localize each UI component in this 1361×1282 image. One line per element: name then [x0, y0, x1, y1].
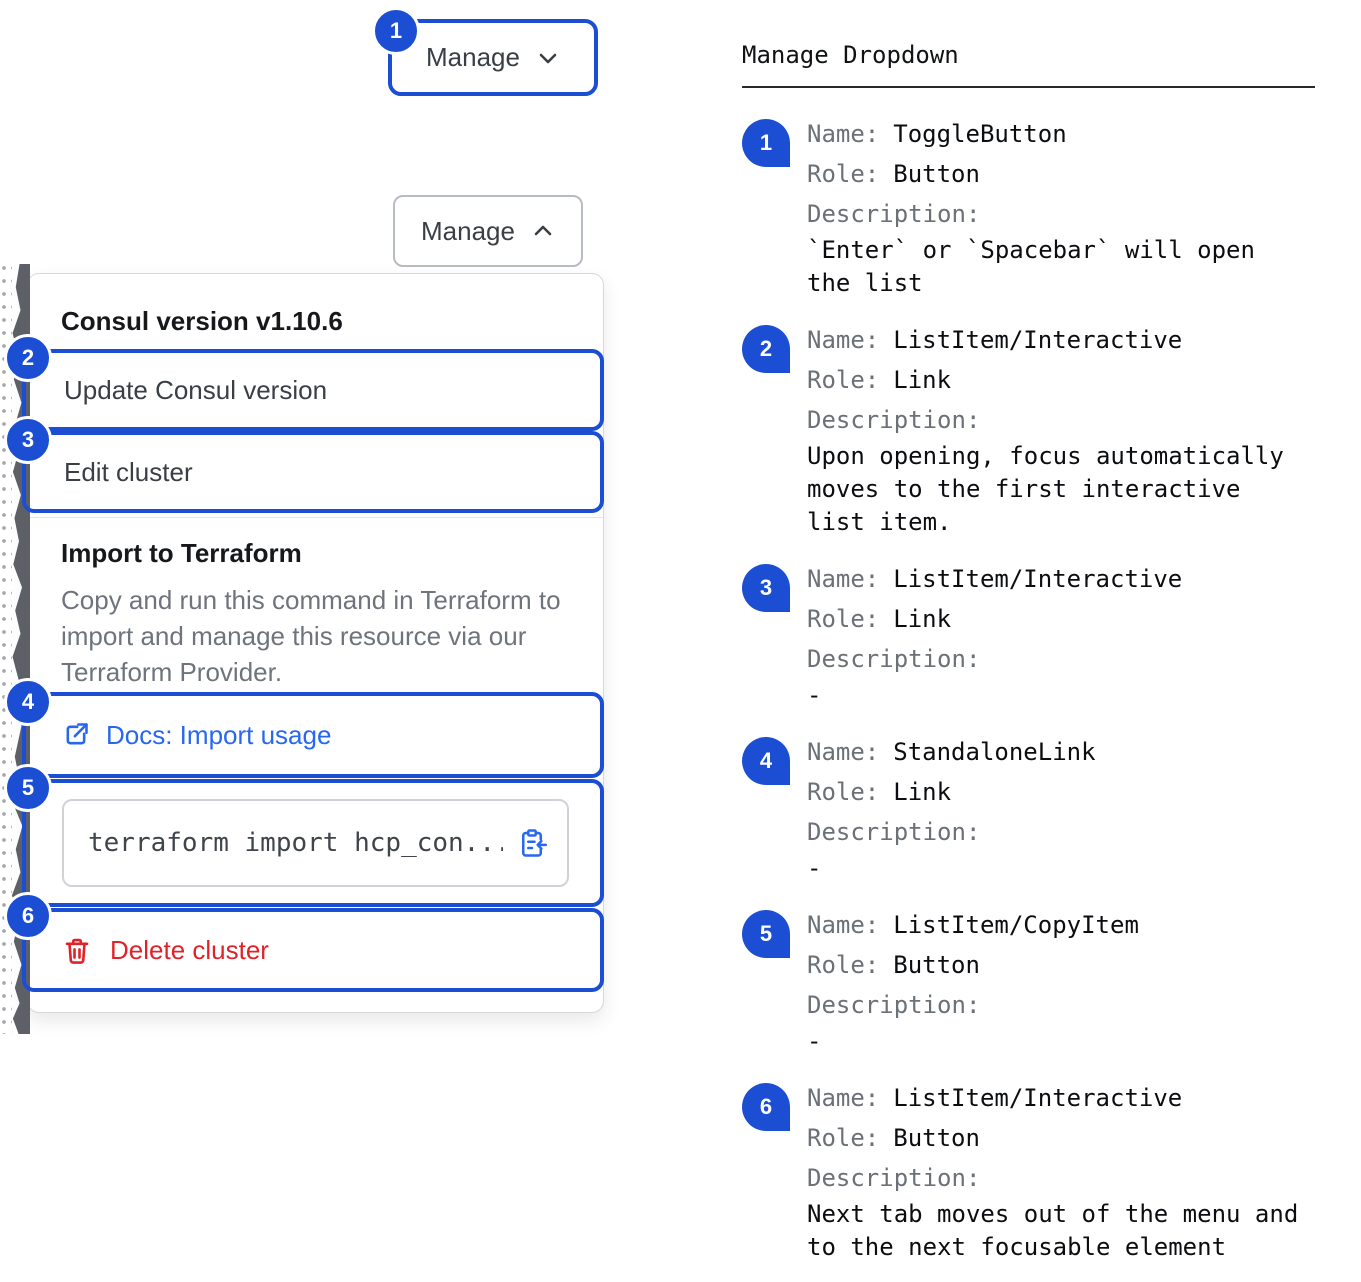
menu-item-delete-cluster[interactable]: Delete cluster [22, 908, 604, 992]
spec-item-6: 6 Name:ListItem/Interactive Role:Button … [742, 1078, 1328, 1264]
annotation-badge-2: 2 [4, 334, 52, 382]
menu-item-update-consul-version[interactable]: Update Consul version [22, 349, 604, 431]
terraform-command-text: terraform import hcp_con... [88, 828, 503, 858]
role-label: Role: [807, 951, 880, 979]
consul-version-label: Consul version v1.10.6 [61, 306, 343, 336]
manage-dropdown-menu: Consul version v1.10.6 Import to Terrafo… [27, 273, 604, 1013]
name-label: Name: [807, 911, 880, 939]
description-value: - [807, 681, 822, 709]
spec-title: Manage Dropdown [742, 41, 959, 69]
copy-command-field[interactable]: terraform import hcp_con... [62, 799, 569, 887]
role-value: Link [893, 605, 952, 633]
description-value: - [807, 854, 822, 882]
clipboard-copy-icon[interactable] [517, 828, 547, 858]
manage-toggle-button[interactable]: Manage [388, 19, 598, 96]
menu-divider [28, 517, 603, 518]
menu-item-label: Edit cluster [64, 456, 193, 487]
annotation-badge-4: 4 [4, 678, 52, 726]
description-label: Description: [807, 1164, 981, 1192]
description-label: Description: [807, 200, 981, 228]
spec-badge-2: 2 [742, 325, 790, 373]
name-value: ListItem/Interactive [893, 565, 1183, 593]
spec-item-1: 1 Name: ToggleButton Role: Button Descript… [742, 114, 1328, 300]
spec-badge-6: 6 [742, 1083, 790, 1131]
docs-import-usage-link[interactable]: Docs: Import usage [22, 692, 604, 778]
spec-title-rule [742, 86, 1315, 88]
role-value: Button [893, 1124, 980, 1152]
role-value: Link [893, 778, 952, 806]
spec-item-2: 2 Name: ListItem/Interactive Role: Link De… [742, 320, 1328, 539]
description-label: Description: [807, 991, 981, 1019]
name-label: Name: [807, 1084, 880, 1112]
role-label: Role: [807, 366, 880, 394]
name-value: ToggleButton [893, 120, 1067, 148]
chevron-down-icon [539, 53, 557, 63]
description-value: Upon opening, focus automatically moves … [807, 442, 1284, 536]
trash-icon [65, 938, 89, 964]
menu-item-edit-cluster[interactable]: Edit cluster [22, 431, 604, 513]
spec-item-5: 5 Name: ListItem/CopyItem Role: Button Des… [742, 905, 1328, 1058]
role-label: Role: [807, 160, 880, 188]
name-value: ListItem/Interactive [893, 326, 1183, 354]
annotation-badge-6: 6 [4, 892, 52, 940]
manage-button-label: Manage [421, 215, 515, 246]
name-value: ListItem/CopyItem [893, 911, 1139, 939]
description-value: `Enter` or `Spacebar` will open the list [807, 236, 1255, 297]
spec-badge-1: 1 [742, 119, 790, 167]
spec-item-4: 4 Name: StandaloneLink Role: Link Descript… [742, 732, 1328, 885]
spec-badge-5: 5 [742, 910, 790, 958]
spec-pane: Manage Dropdown 1 Name: ToggleButton Role… [742, 40, 1328, 1282]
manage-button-label: Manage [426, 42, 520, 72]
torn-edge-speckles [1, 264, 12, 1034]
spec-badge-3: 3 [742, 564, 790, 612]
description-label: Description: [807, 406, 981, 434]
role-value: Button [893, 951, 980, 979]
spec-badge-4: 4 [742, 737, 790, 785]
delete-cluster-label: Delete cluster [110, 934, 269, 965]
name-label: Name: [807, 120, 880, 148]
name-label: Name: [807, 738, 880, 766]
role-label: Role: [807, 778, 880, 806]
docs-link-label: Docs: Import usage [106, 719, 332, 750]
name-value: ListItem/Interactive [893, 1084, 1183, 1112]
chevron-up-icon [534, 225, 552, 236]
role-label: Role: [807, 605, 880, 633]
name-label: Name: [807, 565, 880, 593]
description-label: Description: [807, 645, 981, 673]
description-value: - [807, 1027, 822, 1055]
import-terraform-description: Copy and run this command in Terraform t… [61, 585, 561, 687]
external-link-icon [66, 723, 88, 745]
import-terraform-title: Import to Terraform [61, 538, 302, 568]
spec-item-3: 3 Name: ListItem/Interactive Role: Link De… [742, 559, 1328, 712]
role-label: Role: [807, 1124, 880, 1152]
name-value: StandaloneLink [893, 738, 1096, 766]
annotation-badge-3: 3 [4, 416, 52, 464]
annotation-badge-5: 5 [4, 764, 52, 812]
manage-toggle-button-expanded[interactable]: Manage [393, 195, 583, 267]
role-value: Link [893, 366, 952, 394]
copy-command-item[interactable]: terraform import hcp_con... [22, 779, 604, 907]
description-label: Description: [807, 818, 981, 846]
role-value: Button [893, 160, 980, 188]
description-value: Next tab moves out of the menu and to th… [807, 1200, 1299, 1261]
menu-item-label: Update Consul version [64, 374, 328, 405]
annotation-badge-1: 1 [372, 7, 420, 55]
name-label: Name: [807, 326, 880, 354]
